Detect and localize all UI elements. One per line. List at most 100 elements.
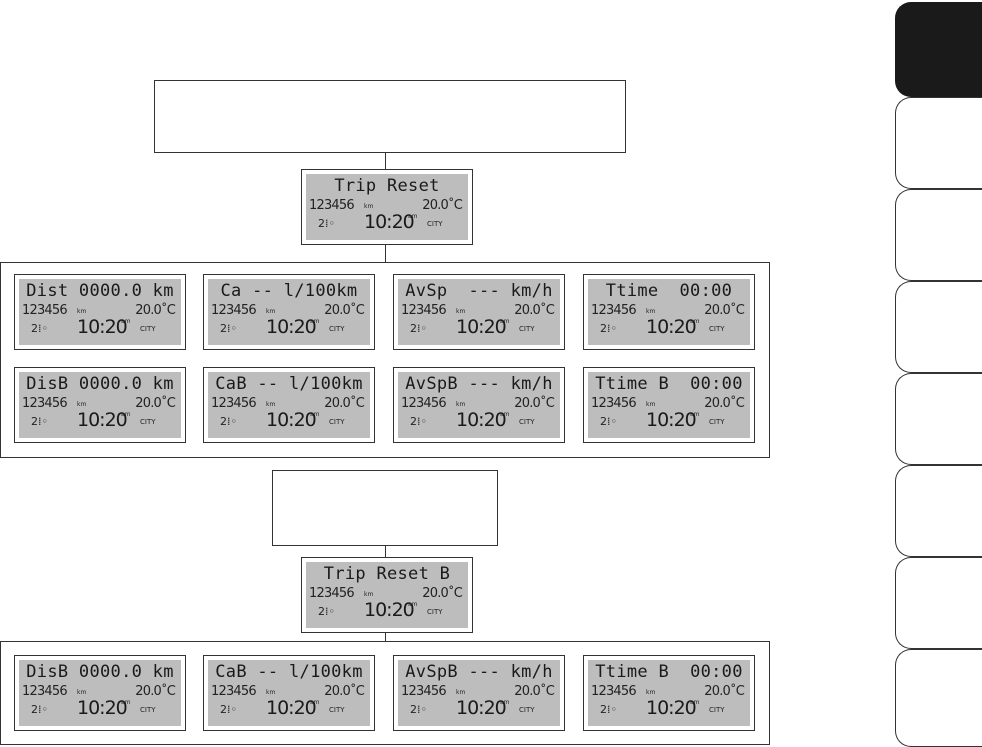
clock-value: 10:20 — [364, 599, 415, 621]
lcd-title: AvSp --- km/h — [405, 281, 553, 301]
lcd-title: Trip Reset — [334, 176, 440, 196]
drive-mode-label: CITY — [709, 706, 725, 714]
lcd-title: Ttime B 00:00 — [595, 374, 743, 394]
connector-line — [385, 153, 386, 169]
connector-line — [385, 242, 386, 262]
lcd-title: DisB 0000.0 km — [26, 374, 174, 394]
drive-mode-label: CITY — [329, 325, 345, 333]
odometer-unit: km — [456, 689, 466, 696]
odometer-value: 123456 — [591, 684, 637, 699]
section-tab[interactable] — [895, 97, 982, 189]
temperature-value: 20.0˚C — [704, 303, 745, 318]
drive-mode-label: CITY — [329, 418, 345, 426]
ampm-label: am — [690, 699, 700, 706]
clock-value: 10:20 — [646, 409, 697, 431]
clock-value: 10:20 — [77, 409, 128, 431]
temperature-value: 20.0˚C — [135, 396, 176, 411]
lcd-title: AvSpB --- km/h — [405, 662, 553, 682]
gear-indicator: 2⁞◦ — [31, 415, 48, 428]
callout-box-middle — [272, 470, 498, 546]
gear-indicator: 2⁞◦ — [600, 703, 617, 716]
ampm-label: am — [500, 411, 510, 418]
odometer-value: 123456 — [591, 303, 637, 318]
clock-value: 10:20 — [77, 697, 128, 719]
temperature-value: 20.0˚C — [324, 396, 365, 411]
odometer-unit: km — [646, 308, 656, 315]
odometer-unit: km — [646, 689, 656, 696]
drive-mode-label: CITY — [140, 418, 156, 426]
callout-box-top — [154, 80, 626, 153]
section-tab[interactable] — [895, 649, 982, 747]
drive-mode-label: CITY — [427, 608, 443, 616]
temperature-value: 20.0˚C — [422, 586, 463, 601]
odometer-unit: km — [266, 689, 276, 696]
drive-mode-label: CITY — [427, 220, 443, 228]
gear-indicator: 2⁞◦ — [600, 415, 617, 428]
ampm-label: am — [121, 318, 131, 325]
odometer-value: 123456 — [401, 684, 447, 699]
odometer-unit: km — [364, 203, 374, 210]
temperature-value: 20.0˚C — [135, 303, 176, 318]
odometer-value: 123456 — [22, 303, 68, 318]
section-tab[interactable] — [895, 465, 982, 557]
connector-line — [385, 630, 386, 641]
drive-mode-label: CITY — [140, 706, 156, 714]
gear-indicator: 2⁞◦ — [31, 322, 48, 335]
clock-value: 10:20 — [456, 409, 507, 431]
section-tab[interactable] — [895, 557, 982, 649]
clock-value: 10:20 — [364, 211, 415, 233]
section-tab[interactable] — [895, 373, 982, 465]
odometer-unit: km — [364, 591, 374, 598]
clock-value: 10:20 — [266, 409, 317, 431]
temperature-value: 20.0˚C — [324, 303, 365, 318]
lcd-title: Dist 0000.0 km — [26, 281, 174, 301]
lcd-title: DisB 0000.0 km — [26, 662, 174, 682]
drive-mode-label: CITY — [519, 418, 535, 426]
ampm-label: am — [121, 699, 131, 706]
gear-indicator: 2⁞◦ — [410, 703, 427, 716]
odometer-value: 123456 — [401, 396, 447, 411]
gear-indicator: 2⁞◦ — [600, 322, 617, 335]
drive-mode-label: CITY — [140, 325, 156, 333]
temperature-value: 20.0˚C — [704, 396, 745, 411]
connector-line — [385, 546, 386, 557]
clock-value: 10:20 — [456, 316, 507, 338]
section-tab[interactable] — [895, 281, 982, 373]
ampm-label: am — [121, 411, 131, 418]
gear-indicator: 2⁞◦ — [31, 703, 48, 716]
clock-value: 10:20 — [456, 697, 507, 719]
section-tab[interactable] — [895, 189, 982, 281]
ampm-label: am — [408, 213, 418, 220]
clock-value: 10:20 — [266, 316, 317, 338]
clock-value: 10:20 — [266, 697, 317, 719]
lcd-title: Ttime B 00:00 — [595, 662, 743, 682]
clock-value: 10:20 — [646, 316, 697, 338]
odometer-unit: km — [266, 401, 276, 408]
ampm-label: am — [408, 601, 418, 608]
temperature-value: 20.0˚C — [514, 303, 555, 318]
clock-value: 10:20 — [646, 697, 697, 719]
odometer-value: 123456 — [22, 396, 68, 411]
ampm-label: am — [310, 318, 320, 325]
section-tab-active[interactable] — [895, 2, 982, 97]
ampm-label: am — [690, 411, 700, 418]
gear-indicator: 2⁞◦ — [410, 415, 427, 428]
